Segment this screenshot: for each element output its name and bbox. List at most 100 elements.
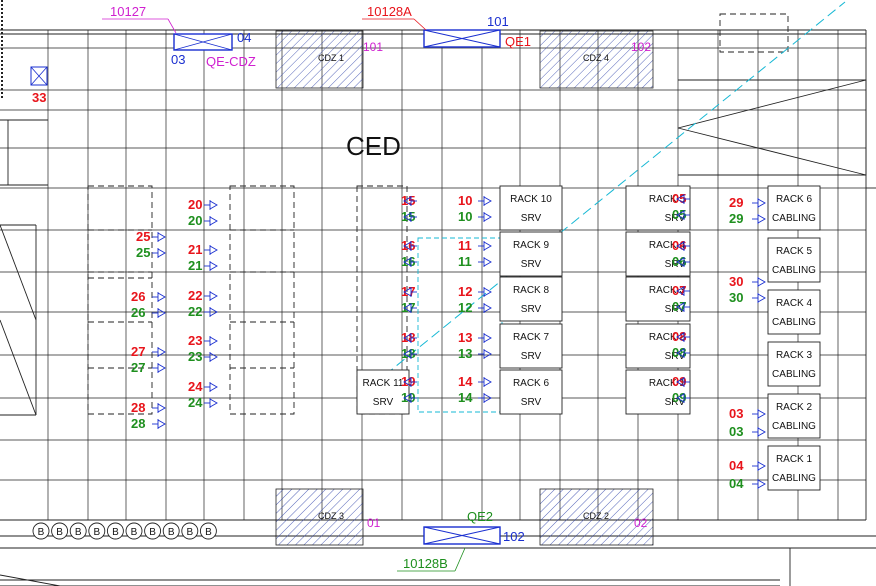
outlet-number-red: 29 <box>729 195 743 210</box>
qe-box-cross <box>423 526 501 545</box>
srv-rack-label: RACK 4 <box>649 240 686 251</box>
outlet-icon <box>478 287 492 297</box>
outlet-number-red: 28 <box>131 400 145 415</box>
outlet-number-green: 19 <box>401 390 415 405</box>
outlet-triangle <box>403 333 412 343</box>
outlet-number-red: 23 <box>188 333 202 348</box>
qe-box-cross <box>423 29 501 48</box>
srv-rack-label: RACK 1 <box>649 378 686 389</box>
cdz-label: CDZ 1 <box>318 53 344 63</box>
outlet-icon <box>152 232 166 242</box>
ref-leader <box>167 18 177 34</box>
outlet-icon <box>152 403 166 413</box>
box-33-number: 33 <box>32 90 46 105</box>
outlet-number-green: 29 <box>729 211 743 226</box>
outlet-number-red: 17 <box>401 284 415 299</box>
outlet-triangle <box>483 241 492 251</box>
outlet-icon <box>676 393 690 403</box>
outlet-triangle <box>209 261 218 271</box>
cyan-diagonal <box>384 1 846 376</box>
cdz-label: CDZ 4 <box>583 53 609 63</box>
outlet-number-green: 26 <box>131 305 145 320</box>
outlet-number-red: 12 <box>458 284 472 299</box>
outlet-icon <box>478 333 492 343</box>
outlet-triangle <box>157 347 166 357</box>
outlet-icon <box>478 349 492 359</box>
b-circle <box>199 522 217 540</box>
srv-rack-label: RACK 8 <box>513 285 550 296</box>
outlet-triangle <box>483 212 492 222</box>
outlet-triangle <box>157 248 166 258</box>
outlet-triangle <box>209 398 218 408</box>
b-circle-label: B <box>186 527 193 538</box>
outlet-triangle <box>676 348 685 358</box>
b-circle-label: B <box>75 527 82 538</box>
outlet-icon <box>204 352 218 362</box>
outlet-icon <box>752 293 766 303</box>
outlet-icon <box>403 303 417 313</box>
outlet-number-red: 26 <box>131 289 145 304</box>
srv-rack-box <box>625 276 691 322</box>
outlet-number-green: 13 <box>458 346 472 361</box>
outlet-number-green: 21 <box>188 258 202 273</box>
outlet-triangle <box>157 363 166 373</box>
outlet-triangle <box>757 409 766 419</box>
outlet-triangle <box>757 427 766 437</box>
outlet-icon <box>403 393 417 403</box>
outlet-triangle <box>757 214 766 224</box>
cabling-rack-box <box>767 341 821 387</box>
outlet-number-red: 20 <box>188 197 202 212</box>
outlet-triangle <box>403 196 412 206</box>
outlet-icon <box>676 286 690 296</box>
outlet-icon <box>676 194 690 204</box>
outlet-icon <box>676 302 690 312</box>
outlet-number-red: 18 <box>401 330 415 345</box>
b-circle-label: B <box>168 527 175 538</box>
outlet-icon <box>204 200 218 210</box>
cdz-label: CDZ 3 <box>318 511 344 521</box>
outlet-triangle <box>483 287 492 297</box>
outlet-triangle <box>676 210 685 220</box>
outlet-number-green: 04 <box>729 476 744 491</box>
cabling-rack-box <box>767 185 821 231</box>
outlet-icon <box>204 382 218 392</box>
srv-rack-type: SRV <box>665 213 686 224</box>
ref-leader <box>413 18 427 31</box>
outlet-icon <box>403 196 417 206</box>
srv-rack-label: RACK 6 <box>513 378 550 389</box>
srv-rack-label: RACK 5 <box>649 194 686 205</box>
cdz-number: 02 <box>634 516 648 530</box>
misc-shapes <box>30 18 654 572</box>
outlet-triangle <box>676 194 685 204</box>
outlet-number-red: 16 <box>401 238 415 253</box>
outlet-triangle <box>403 393 412 403</box>
b-circle-label: B <box>131 527 138 538</box>
cabling-rack-label: RACK 6 <box>776 194 813 205</box>
outlet-icon <box>752 198 766 208</box>
dashed-zones <box>87 1 846 415</box>
outlet-triangle <box>157 292 166 302</box>
outlet-icon <box>752 214 766 224</box>
outlet-triangle <box>209 382 218 392</box>
room-ref-10128a: 10128A <box>367 4 412 19</box>
outlet-number-green: 25 <box>136 245 150 260</box>
outlet-icon <box>204 336 218 346</box>
outlet-icon <box>403 377 417 387</box>
srv-rack-box <box>499 185 563 231</box>
outlet-number-green: 03 <box>729 424 743 439</box>
b-circle-label: B <box>112 527 119 538</box>
b-circle-label: B <box>149 527 156 538</box>
cabling-rack-label: RACK 2 <box>776 402 813 413</box>
srv-rack-box <box>625 185 691 231</box>
outlet-icon <box>676 210 690 220</box>
qe2-number: 102 <box>503 529 525 544</box>
b-circle <box>69 522 87 540</box>
wall-line <box>0 224 37 321</box>
srv-rack-box <box>625 231 691 277</box>
srv-rack-label: RACK 10 <box>510 194 552 205</box>
srv-rack-label: RACK 7 <box>513 332 550 343</box>
b-circle-label: B <box>38 527 45 538</box>
outlet-number-red: 25 <box>136 229 150 244</box>
